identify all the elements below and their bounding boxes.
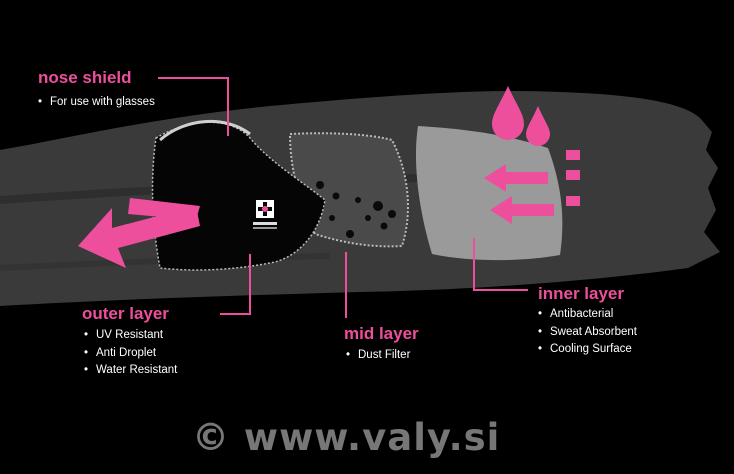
brand-logo-icon xyxy=(253,200,277,229)
nose-shield-band xyxy=(159,119,251,142)
outer-layer-title: outer layer xyxy=(82,304,169,323)
nose-shield-pointer xyxy=(158,77,229,136)
nose-shield-title: nose shield xyxy=(38,68,132,87)
feature-item: Cooling Surface xyxy=(538,341,637,359)
outer-layer-pointer xyxy=(220,254,251,315)
outer-layer-features: UV Resistant Anti Droplet Water Resistan… xyxy=(84,327,177,380)
outer-layer-mask xyxy=(151,121,326,271)
feature-item: UV Resistant xyxy=(84,327,177,345)
inner-layer-pointer xyxy=(473,238,528,291)
outward-arrow-icon xyxy=(78,198,200,268)
water-drop-icon xyxy=(526,106,550,146)
feature-item: Water Resistant xyxy=(84,362,177,380)
feature-item: Anti Droplet xyxy=(84,345,177,363)
inward-arrows-icon xyxy=(484,150,580,224)
inner-layer-features: Antibacterial Sweat Absorbent Cooling Su… xyxy=(538,306,637,359)
inner-layer-shape xyxy=(415,126,563,261)
pointer-lines xyxy=(158,77,528,318)
feature-item: Antibacterial xyxy=(538,306,637,324)
feature-item: Dust Filter xyxy=(346,347,410,365)
mid-layer-features: Dust Filter xyxy=(346,347,410,365)
mid-layer-title: mid layer xyxy=(344,324,419,343)
inner-layer-title: inner layer xyxy=(538,284,624,303)
nose-shield-features: For use with glasses xyxy=(38,94,155,112)
watermark: © www.valy.si xyxy=(192,416,501,459)
water-drop-icon xyxy=(492,86,524,140)
feature-item: Sweat Absorbent xyxy=(538,324,637,342)
feature-item: For use with glasses xyxy=(38,94,155,112)
